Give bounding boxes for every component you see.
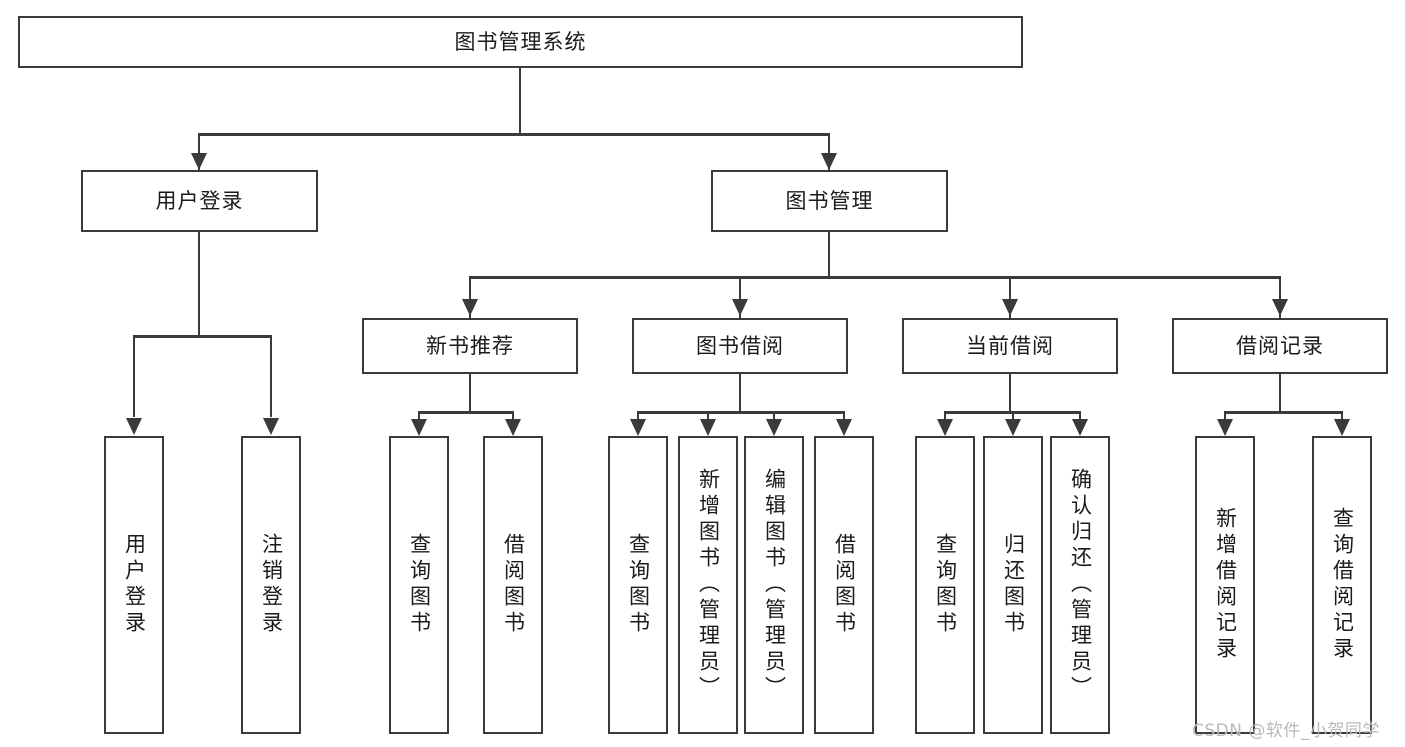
node-label: 用户登录	[122, 533, 147, 637]
node-root-图书管理系统[interactable]: 图书管理系统	[18, 16, 1023, 68]
arrowhead-icon	[1072, 419, 1088, 436]
connector-vline	[636, 411, 640, 421]
node-leaf-查询借阅记录[interactable]: 查询借阅记录	[1312, 436, 1372, 734]
connector-vline	[1011, 411, 1015, 421]
connector-vline	[772, 411, 776, 421]
connector-vline	[943, 411, 947, 421]
arrowhead-icon	[732, 299, 748, 316]
node-level3-新书推荐[interactable]: 新书推荐	[362, 318, 578, 374]
arrowhead-icon	[191, 153, 207, 170]
connector-vline	[1078, 411, 1082, 421]
node-label: 借阅图书	[832, 533, 857, 637]
connector-vline	[706, 411, 710, 421]
connector-vline	[468, 374, 472, 411]
connector-vline	[197, 232, 201, 335]
connector-vline	[842, 411, 846, 421]
node-label: 编辑图书（管理员）	[762, 468, 787, 702]
connector-vline	[827, 133, 831, 170]
node-level3-图书借阅[interactable]: 图书借阅	[632, 318, 848, 374]
connector-vline	[511, 411, 515, 421]
node-level2-图书管理[interactable]: 图书管理	[711, 170, 948, 232]
node-label: 查询图书	[626, 533, 651, 637]
connector-vline	[468, 276, 472, 318]
arrowhead-icon	[263, 418, 279, 435]
connector-vline	[827, 232, 831, 276]
node-label: 新书推荐	[426, 333, 514, 358]
arrowhead-icon	[462, 299, 478, 316]
node-leaf-确认归还管理员[interactable]: 确认归还（管理员）	[1050, 436, 1110, 734]
node-leaf-归还图书[interactable]: 归还图书	[983, 436, 1043, 734]
connector-hline	[470, 276, 1281, 279]
node-label: 归还图书	[1001, 533, 1026, 637]
connector-vline	[417, 411, 421, 421]
connector-vline	[132, 335, 136, 417]
connector-hline	[199, 133, 830, 136]
arrowhead-icon	[700, 419, 716, 436]
arrowhead-icon	[505, 419, 521, 436]
node-leaf-查询图书[interactable]: 查询图书	[608, 436, 668, 734]
node-leaf-新增图书管理员[interactable]: 新增图书（管理员）	[678, 436, 738, 734]
arrowhead-icon	[630, 419, 646, 436]
node-level3-当前借阅[interactable]: 当前借阅	[902, 318, 1118, 374]
node-level2-用户登录[interactable]: 用户登录	[81, 170, 318, 232]
node-leaf-借阅图书[interactable]: 借阅图书	[814, 436, 874, 734]
node-label: 新增图书（管理员）	[696, 468, 721, 702]
arrowhead-icon	[821, 153, 837, 170]
node-label: 查询图书	[407, 533, 432, 637]
node-leaf-查询图书[interactable]: 查询图书	[915, 436, 975, 734]
arrowhead-icon	[937, 419, 953, 436]
connector-vline	[1278, 374, 1282, 411]
connector-vline	[1008, 374, 1012, 411]
node-label: 新增借阅记录	[1213, 507, 1238, 663]
node-leaf-借阅图书[interactable]: 借阅图书	[483, 436, 543, 734]
node-label: 图书管理	[785, 188, 874, 213]
node-label: 借阅记录	[1236, 333, 1324, 358]
arrowhead-icon	[1005, 419, 1021, 436]
node-label: 当前借阅	[966, 333, 1054, 358]
node-label: 查询借阅记录	[1330, 507, 1355, 663]
node-leaf-注销登录[interactable]: 注销登录	[241, 436, 301, 734]
node-level3-借阅记录[interactable]: 借阅记录	[1172, 318, 1388, 374]
connector-hline	[134, 335, 272, 338]
node-label: 借阅图书	[501, 533, 526, 637]
arrowhead-icon	[766, 419, 782, 436]
connector-hline	[419, 411, 514, 414]
arrowhead-icon	[836, 419, 852, 436]
arrowhead-icon	[1002, 299, 1018, 316]
node-label: 图书借阅	[696, 333, 784, 358]
connector-vline	[518, 68, 522, 133]
connector-hline	[638, 411, 845, 414]
connector-hline	[945, 411, 1081, 414]
node-label: 确认归还（管理员）	[1068, 468, 1093, 702]
node-label: 查询图书	[933, 533, 958, 637]
connector-vline	[738, 276, 742, 318]
node-label: 用户登录	[155, 188, 244, 213]
arrowhead-icon	[1334, 419, 1350, 436]
arrowhead-icon	[1272, 299, 1288, 316]
arrowhead-icon	[411, 419, 427, 436]
connector-vline	[1008, 276, 1012, 318]
node-leaf-新增借阅记录[interactable]: 新增借阅记录	[1195, 436, 1255, 734]
node-label: 图书管理系统	[454, 29, 587, 54]
connector-vline	[738, 374, 742, 411]
node-leaf-查询图书[interactable]: 查询图书	[389, 436, 449, 734]
connector-vline	[1340, 411, 1344, 421]
arrowhead-icon	[126, 418, 142, 435]
connector-vline	[1278, 276, 1282, 318]
node-label: 注销登录	[259, 533, 284, 637]
connector-hline	[1225, 411, 1343, 414]
node-leaf-用户登录[interactable]: 用户登录	[104, 436, 164, 734]
connector-vline	[269, 335, 273, 417]
connector-vline	[1223, 411, 1227, 421]
node-leaf-编辑图书管理员[interactable]: 编辑图书（管理员）	[744, 436, 804, 734]
arrowhead-icon	[1217, 419, 1233, 436]
connector-vline	[197, 133, 201, 170]
